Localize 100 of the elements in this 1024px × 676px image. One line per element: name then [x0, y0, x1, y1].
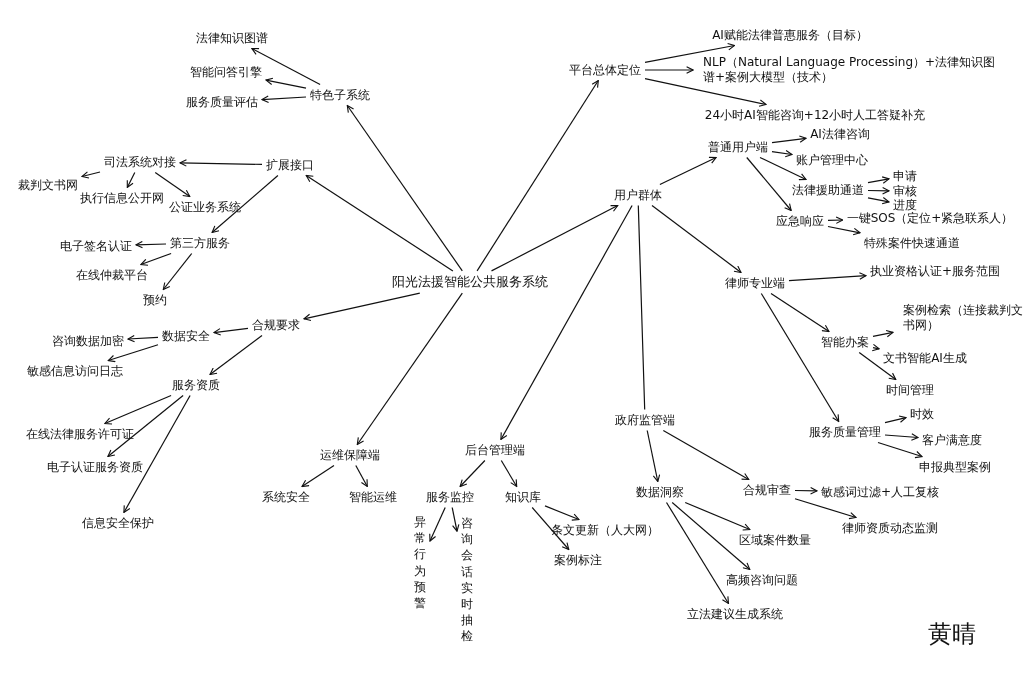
topic-text: 服务质量管理 [807, 423, 883, 441]
topic-text: 平台总体定位 [567, 61, 643, 79]
arrow [877, 441, 923, 459]
arrow [867, 196, 890, 205]
arrow [123, 394, 191, 514]
arrow [303, 292, 421, 322]
arrow [162, 252, 193, 291]
arrow [867, 186, 890, 195]
arrow [665, 501, 730, 605]
arrow [827, 216, 844, 224]
topic-text: 案例检索（连接裁判文书网） [895, 302, 1024, 334]
arrow [659, 156, 717, 186]
topic-text: 阳光法援智能公共服务系统 [390, 272, 550, 292]
topic-text: 文书智能AI生成 [881, 349, 969, 367]
arrow [140, 252, 172, 266]
topic-text: 后台管理端 [463, 441, 527, 459]
arrow [104, 394, 172, 425]
arrow [771, 149, 793, 158]
topic-text: 敏感词过滤+人工复核 [818, 483, 942, 501]
arrow [651, 204, 742, 274]
arrow [646, 429, 661, 483]
topic-text: 审核 [891, 182, 919, 200]
arrow [644, 43, 736, 63]
topic-text: 24小时AI智能咨询+12小时人工答疑补充 [702, 106, 928, 124]
arrow [451, 506, 460, 532]
topic-text: NLP（Natural Language Processing）+法律知识图谱+案例大模型（技术） [695, 54, 1005, 86]
topic-text: 第三方服务 [168, 234, 232, 252]
arrow [209, 334, 263, 376]
topic-text: 法律知识图谱 [194, 29, 270, 47]
topic-text: 知识库 [503, 488, 543, 506]
arrow [771, 135, 807, 144]
topic-text: 时效 [908, 405, 936, 423]
topic-text: 数据安全 [160, 327, 212, 345]
arrow [827, 225, 861, 236]
arrow [81, 171, 101, 179]
arrow [356, 292, 463, 446]
arrow [788, 272, 867, 282]
topic-text: 运维保障端 [318, 446, 382, 464]
topic-text: 咨询数据加密 [50, 332, 126, 350]
arrow [884, 415, 907, 424]
topic-text: 客户满意度 [920, 431, 984, 449]
arrow [759, 156, 807, 181]
topic-text: 电子认证服务资质 [45, 458, 145, 476]
arrow [301, 464, 335, 488]
topic-text: 敏感信息访问日志 [25, 362, 125, 380]
topic-text: 系统安全 [260, 488, 312, 506]
topic-text: 条文更新（人大网） [549, 521, 661, 539]
topic-text: 案例标注 [552, 551, 604, 569]
topic-text: 信息安全保护 [80, 514, 156, 532]
arrow [261, 95, 307, 103]
arrow [135, 240, 167, 249]
arrow [126, 171, 136, 189]
arrow [858, 351, 897, 381]
topic-text: 高频咨询问题 [724, 571, 800, 589]
topic-text: 裁判文书网 [16, 176, 80, 194]
arrow [429, 506, 446, 542]
topic-text: 扩展接口 [264, 156, 316, 174]
topic-text: 应急响应 [774, 212, 826, 230]
topic-text: AI法律咨询 [808, 125, 872, 143]
topic-text: 服务监控 [424, 488, 476, 506]
arrow [794, 498, 857, 520]
topic-text: AI赋能法律普惠服务（目标） [710, 26, 870, 44]
topic-text: 服务质量评估 [184, 93, 260, 111]
topic-text: 立法建议生成系统 [685, 605, 785, 623]
arrow [476, 79, 599, 272]
topic-text: 公证业务系统 [167, 198, 243, 216]
arrow [355, 464, 368, 488]
topic-text: 普通用户端 [706, 138, 770, 156]
arrow [490, 204, 619, 272]
arrow [459, 459, 486, 488]
arrow [179, 159, 263, 167]
topic-text: 申请 [891, 167, 919, 185]
signature: 黄晴 [928, 619, 976, 650]
topic-text: 在线法律服务许可证 [24, 425, 136, 443]
topic-text: 执业资格认证+服务范围 [867, 262, 1003, 280]
topic-text: 在线仲裁平台 [74, 266, 150, 284]
arrow [644, 78, 767, 107]
topic-text: 电子签名认证 [58, 237, 134, 255]
arrow [213, 327, 249, 336]
arrow [760, 292, 840, 423]
topic-text: 数据洞察 [634, 483, 686, 501]
topic-text: 时间管理 [884, 381, 936, 399]
topic-text: 合规审查 [741, 481, 793, 499]
arrow [746, 156, 792, 212]
topic-text: 异常行为预警 [412, 513, 428, 613]
arrow [211, 174, 279, 234]
arrow [684, 501, 751, 531]
topic-text: 智能办案 [819, 333, 871, 351]
arrow [500, 459, 518, 488]
arrow [544, 505, 580, 521]
arrow [671, 501, 751, 571]
topic-text: 预约 [141, 291, 169, 309]
arrow [305, 174, 454, 272]
arrow [770, 292, 830, 333]
topic-text: 用户群体 [612, 186, 664, 204]
topic-text: 律师专业端 [723, 274, 787, 292]
topic-text: 区域案件数量 [737, 531, 813, 549]
arrow [872, 329, 894, 338]
topic-text: 智能问答引擎 [188, 63, 264, 81]
arrow [867, 176, 890, 184]
